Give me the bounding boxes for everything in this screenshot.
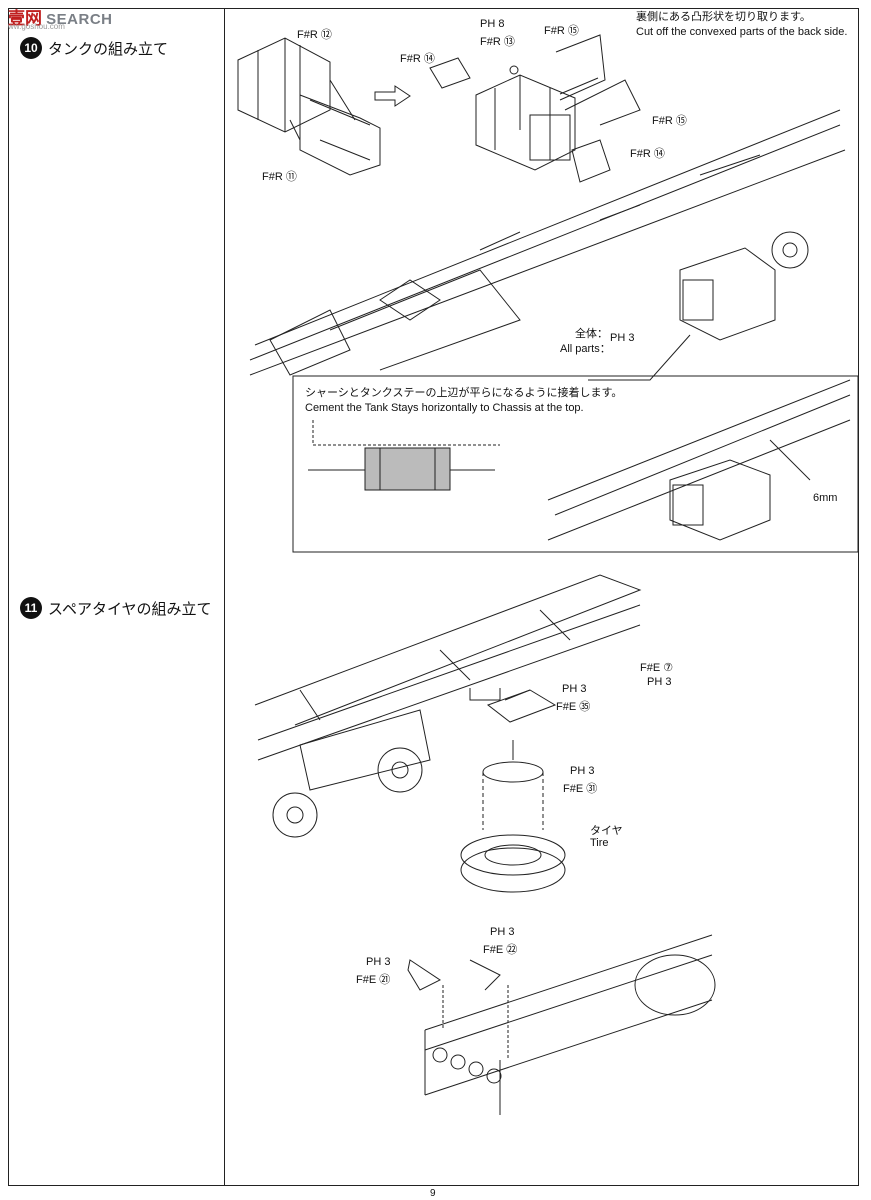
label-part-r11: F#R ⑪ (262, 171, 297, 183)
page-number: 9 (430, 1188, 436, 1199)
step-11-number: 11 (20, 597, 42, 619)
tank-halves-drawing (237, 37, 381, 176)
step-11-heading: 11 スペアタイヤの組み立て (20, 597, 212, 619)
step-10-number: 10 (20, 37, 42, 59)
label-color-all-en: All parts： (560, 343, 611, 355)
label-part-e31: F#E ㉛ (563, 783, 598, 795)
watermark-logo: 壹网 SEARCH (8, 9, 113, 28)
label-measure-6mm: 6mm (813, 492, 838, 504)
spare-tire-drawing (460, 740, 566, 893)
tank-assembled-drawing (429, 34, 641, 183)
label-tire-en: Tire (590, 837, 609, 849)
label-part-r15-right: F#R ⑮ (652, 115, 687, 127)
label-part-r12: F#R ⑫ (297, 29, 332, 41)
label-part-e35: F#E ㉟ (556, 701, 591, 713)
label-color-ph8: PH 8 (480, 18, 505, 30)
label-color-e31: PH 3 (570, 765, 595, 777)
label-color-e21: PH 3 (366, 956, 391, 968)
detail-box-drawing (292, 375, 859, 553)
label-color-ph3: PH 3 (610, 332, 635, 344)
note-cement-en: Cement the Tank Stays horizontally to Ch… (305, 402, 584, 414)
page-frame (8, 8, 859, 1186)
label-color-e22: PH 3 (490, 926, 515, 938)
rear-frame-drawing (407, 934, 716, 1115)
note-cement-jp: シャーシとタンクステーの上辺が平らになるように接着します。 (305, 387, 623, 399)
label-color-e35: PH 3 (562, 683, 587, 695)
label-color-all-jp: 全体： (575, 328, 608, 340)
label-part-e21: F#E ㉑ (356, 974, 391, 986)
step-10-heading: 10 タンクの組み立て (20, 37, 168, 59)
label-color-e7: PH 3 (647, 676, 672, 688)
label-part-r14-right: F#R ⑭ (630, 148, 665, 160)
bracket-e35-drawing (486, 689, 557, 723)
arrow-drawing (374, 85, 411, 107)
chassis-step10-drawing (249, 109, 846, 381)
label-part-r14-top: F#R ⑭ (400, 53, 435, 65)
column-divider (224, 8, 225, 1186)
watermark-url: ww.goshou.com (8, 22, 65, 31)
step-11-title: スペアタイヤの組み立て (48, 599, 212, 618)
label-part-r13: F#R ⑬ (480, 36, 515, 48)
chassis-step11-drawing (254, 574, 642, 838)
label-tire-jp: タイヤ (590, 825, 623, 837)
step-10-title: タンクの組み立て (48, 39, 169, 58)
label-part-r15-top: F#R ⑮ (544, 25, 579, 37)
label-part-e22: F#E ㉒ (483, 944, 518, 956)
note-cut-en: Cut off the convexed parts of the back s… (636, 26, 848, 38)
label-part-e7: F#E ⑦ (640, 662, 674, 674)
note-cut-jp: 裏側にある凸形状を切り取ります。 (636, 11, 811, 23)
